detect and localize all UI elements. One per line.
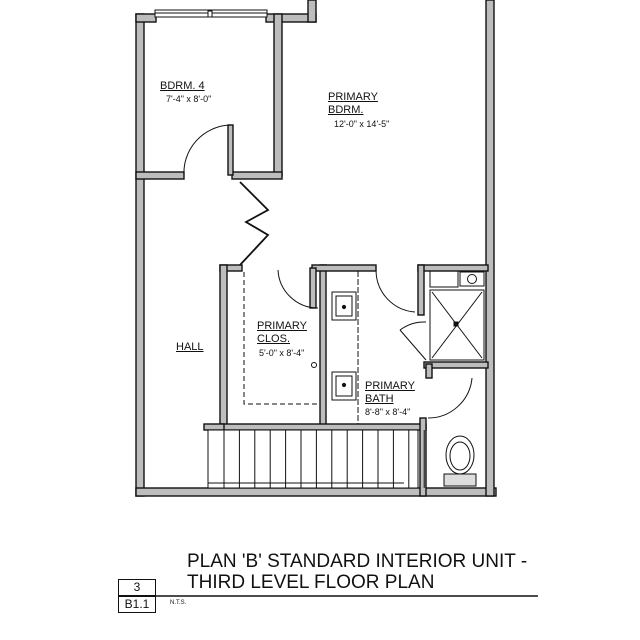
wall-jog: [307, 0, 317, 23]
wall-shower-top: [417, 264, 489, 272]
wall-closet-stub: [309, 267, 317, 309]
closet-shelf: [243, 272, 320, 405]
wall-closet-right: [319, 264, 327, 431]
wall-bottom: [135, 487, 497, 497]
wall-closet-left: [219, 264, 228, 431]
wall-closet-top-right: [311, 264, 377, 272]
wall-shower-bottom: [423, 361, 489, 369]
door-bath: [375, 270, 416, 313]
shower: [429, 270, 485, 361]
wall-wc-left: [425, 363, 433, 379]
closet-rod-end: [311, 362, 317, 368]
primary-bdrm-label-1: PRIMARY: [328, 91, 378, 103]
wall-stair-top: [219, 423, 427, 431]
door-bdrm4: [183, 124, 231, 177]
primary-clos-label-1: PRIMARY: [257, 320, 307, 332]
wall-right: [485, 0, 495, 497]
title-line-2: THIRD LEVEL FLOOR PLAN: [187, 572, 435, 593]
wall-bdrm4-right: [273, 13, 283, 177]
wall-bdrm4-bottom-left: [135, 171, 185, 180]
wall-stair-cap: [203, 423, 225, 431]
wall-door-jamb: [227, 124, 234, 176]
detail-number: 3: [118, 579, 156, 596]
primary-bath-dimensions: 8'-8" x 8'-4": [365, 407, 411, 417]
primary-clos-dimensions: 5'-0" x 8'-4": [259, 348, 305, 358]
wall-shower-left: [417, 264, 425, 316]
hall-label: HALL: [176, 341, 204, 353]
bdrm4-dimensions: 7'-4" x 8'-0": [166, 94, 212, 104]
bdrm4-label: BDRM. 4: [160, 80, 205, 92]
door-shower: [399, 321, 427, 361]
drawing-title: PLAN 'B' STANDARD INTERIOR UNIT - THIRD …: [187, 551, 527, 593]
scale-note: N.T.S.: [170, 600, 187, 606]
toilet: [443, 435, 477, 487]
sheet-number: B1.1: [118, 596, 156, 613]
wall-bdrm4-bottom-right: [231, 171, 283, 180]
door-wc: [427, 377, 473, 419]
primary-bdrm-label-2: BDRM.: [328, 104, 364, 116]
sinks: [331, 291, 357, 401]
primary-bath-label-2: BATH: [365, 393, 394, 405]
wall-top-left: [135, 13, 157, 23]
wall-wc-left-lower: [419, 417, 427, 497]
door-closet: [277, 269, 319, 309]
wall-left: [135, 13, 145, 497]
window: [154, 9, 268, 18]
primary-bdrm-dimensions: 12'-0" x 14'-5": [334, 119, 390, 129]
primary-bath-label-1: PRIMARY: [365, 380, 415, 392]
primary-clos-label-2: CLOS.: [257, 333, 291, 345]
stairs: [207, 429, 425, 489]
title-line-1: PLAN 'B' STANDARD INTERIOR UNIT -: [187, 551, 528, 572]
bifold-door: [239, 181, 270, 266]
